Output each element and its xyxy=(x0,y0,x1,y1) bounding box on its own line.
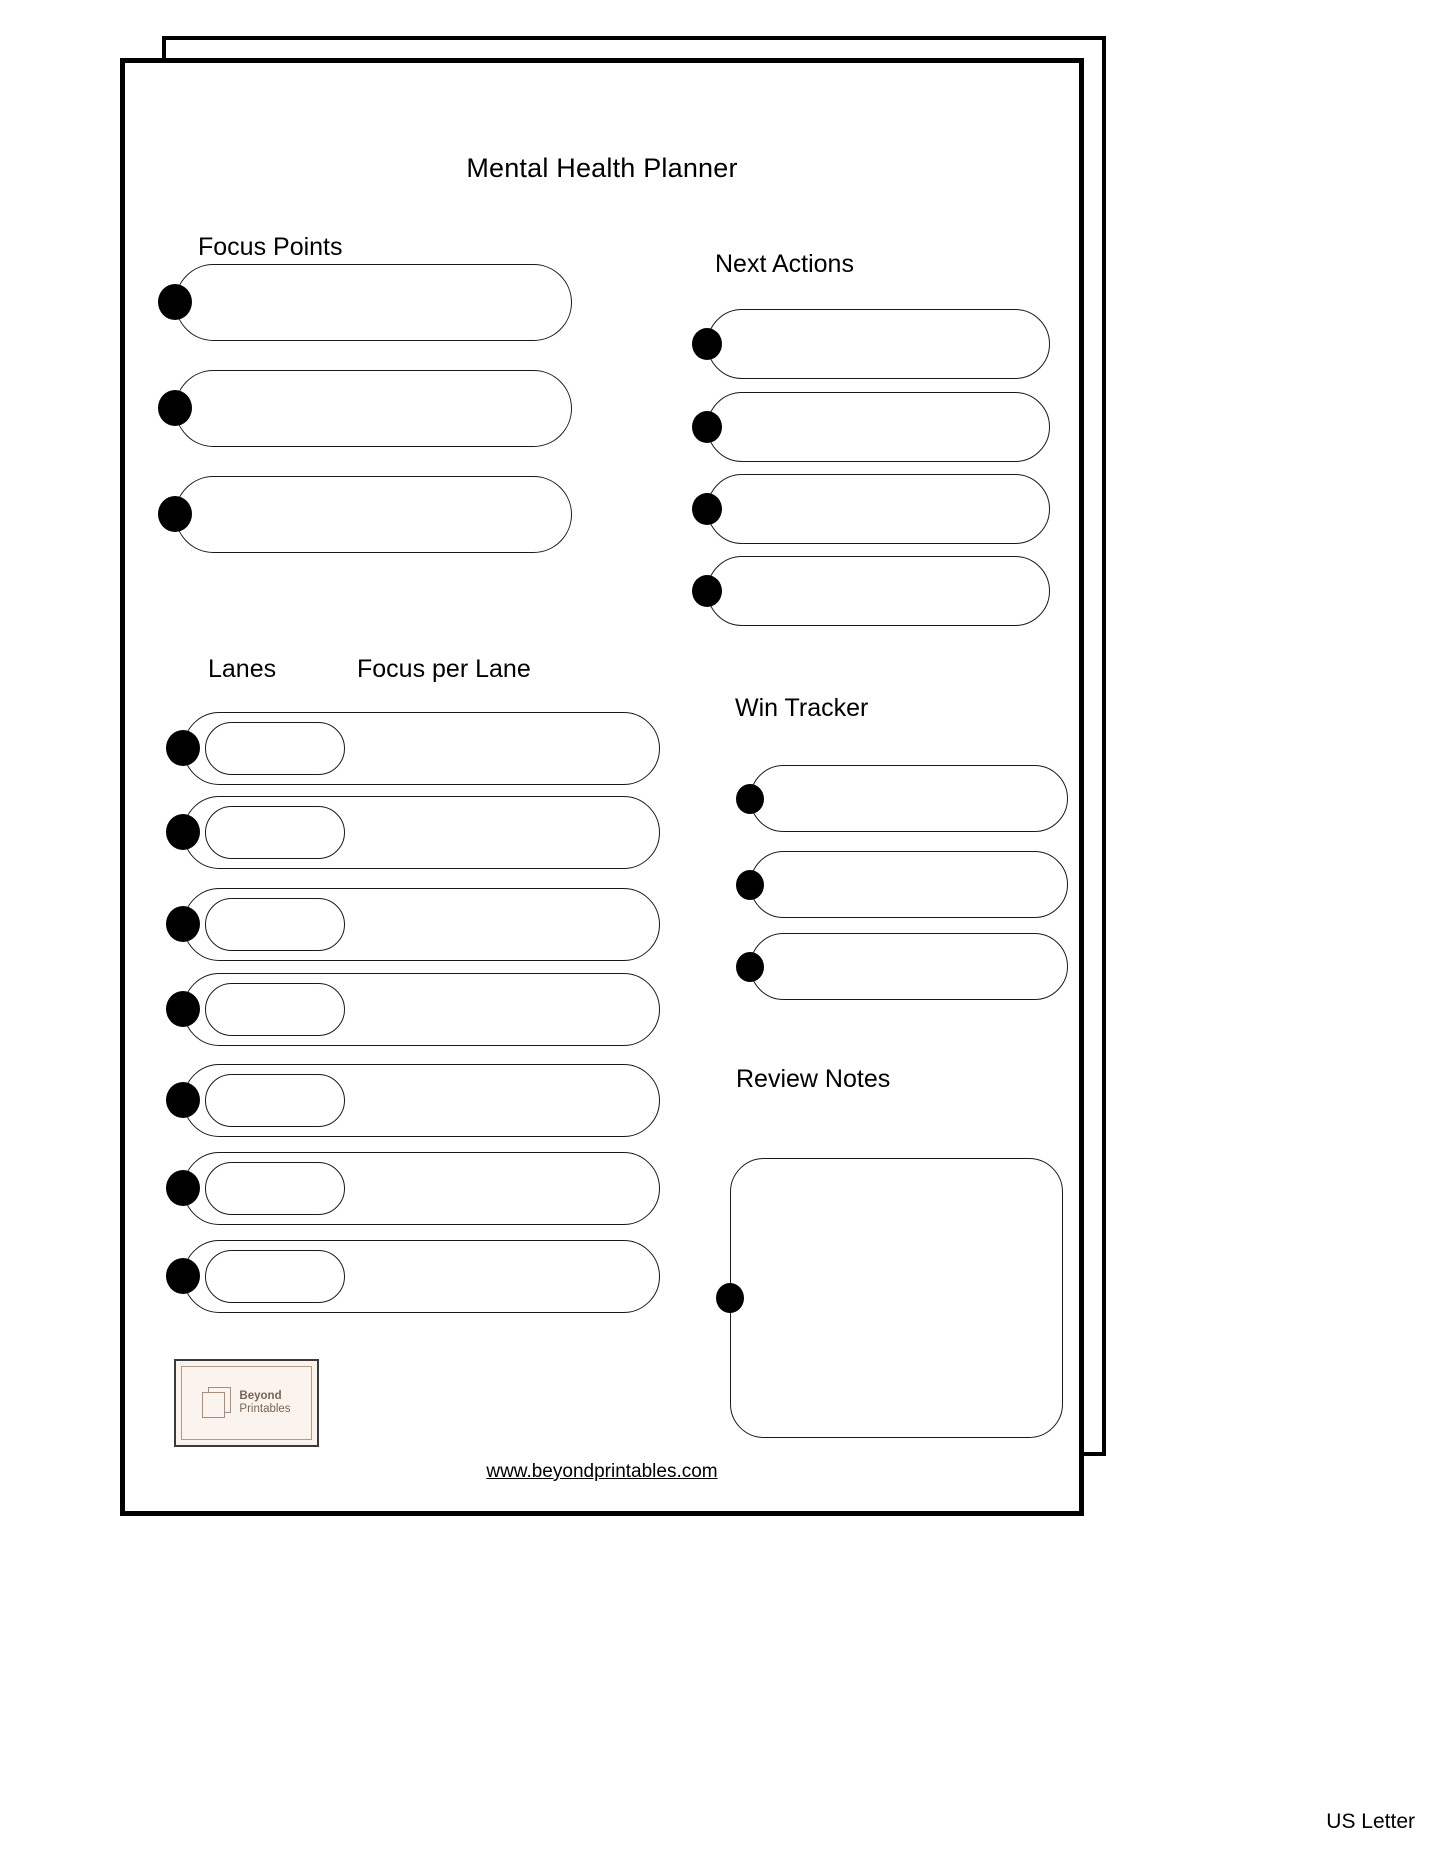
section-heading-next-actions: Next Actions xyxy=(715,250,854,278)
section-heading-review-notes: Review Notes xyxy=(736,1065,891,1093)
lane-row-2[interactable] xyxy=(183,796,660,869)
focus-points-field-2[interactable] xyxy=(175,370,572,447)
lane-row-3[interactable] xyxy=(183,888,660,961)
section-heading-focus-points: Focus Points xyxy=(198,233,343,261)
lane-name-field-4[interactable] xyxy=(205,983,345,1036)
page-sheet: Mental Health Planner Focus Points Next … xyxy=(120,58,1084,1516)
focus-points-field-2-outline xyxy=(175,370,572,447)
lane-name-field-7[interactable] xyxy=(205,1250,345,1303)
next-actions-field-2[interactable] xyxy=(707,392,1050,462)
footer-website-text: www.beyondprintables.com xyxy=(486,1461,718,1482)
footer-website-link[interactable]: www.beyondprintables.com xyxy=(125,1461,1079,1483)
focus-points-field-1-outline xyxy=(175,264,572,341)
paper-size-label: US Letter xyxy=(1326,1810,1415,1833)
next-actions-field-3[interactable] xyxy=(707,474,1050,544)
lane-name-field-2[interactable] xyxy=(205,806,345,859)
focus-points-bullet-3 xyxy=(158,496,192,532)
lane-bullet-5 xyxy=(166,1082,200,1118)
focus-points-field-3-outline xyxy=(175,476,572,553)
next-actions-field-3-outline xyxy=(707,474,1050,544)
lane-name-field-1[interactable] xyxy=(205,722,345,775)
focus-points-field-3[interactable] xyxy=(175,476,572,553)
section-heading-lanes: Lanes xyxy=(208,655,277,683)
lane-name-field-6[interactable] xyxy=(205,1162,345,1215)
stacked-pages-icon xyxy=(202,1387,232,1419)
lane-row-5[interactable] xyxy=(183,1064,660,1137)
win-tracker-bullet-1 xyxy=(736,784,764,814)
section-heading-focus-per-lane: Focus per Lane xyxy=(357,655,531,683)
win-tracker-field-1-outline xyxy=(750,765,1068,832)
win-tracker-field-1[interactable] xyxy=(750,765,1068,832)
review-notes-bullet xyxy=(716,1283,744,1313)
lane-bullet-2 xyxy=(166,814,200,850)
brand-logo: Beyond Printables xyxy=(174,1359,319,1447)
review-notes-field[interactable] xyxy=(730,1158,1063,1438)
win-tracker-field-3-outline xyxy=(750,933,1068,1000)
focus-points-bullet-2 xyxy=(158,390,192,426)
next-actions-field-2-outline xyxy=(707,392,1050,462)
focus-points-field-1[interactable] xyxy=(175,264,572,341)
brand-name: Beyond Printables xyxy=(239,1390,290,1416)
page-title: Mental Health Planner xyxy=(466,153,738,183)
section-heading-win-tracker: Win Tracker xyxy=(735,694,869,722)
lane-name-field-5[interactable] xyxy=(205,1074,345,1127)
next-actions-bullet-3 xyxy=(692,493,722,525)
brand-name-line1: Beyond xyxy=(239,1390,282,1402)
next-actions-bullet-1 xyxy=(692,328,722,360)
brand-name-line2: Printables xyxy=(239,1403,291,1415)
next-actions-field-4[interactable] xyxy=(707,556,1050,626)
win-tracker-field-3[interactable] xyxy=(750,933,1068,1000)
next-actions-bullet-2 xyxy=(692,411,722,443)
next-actions-field-1-outline xyxy=(707,309,1050,379)
lane-row-7[interactable] xyxy=(183,1240,660,1313)
lane-name-field-3[interactable] xyxy=(205,898,345,951)
lane-bullet-6 xyxy=(166,1170,200,1206)
lane-bullet-4 xyxy=(166,991,200,1027)
next-actions-field-1[interactable] xyxy=(707,309,1050,379)
win-tracker-bullet-2 xyxy=(736,870,764,900)
lane-row-1[interactable] xyxy=(183,712,660,785)
next-actions-bullet-4 xyxy=(692,575,722,607)
lane-bullet-1 xyxy=(166,730,200,766)
focus-points-bullet-1 xyxy=(158,284,192,320)
next-actions-field-4-outline xyxy=(707,556,1050,626)
win-tracker-field-2-outline xyxy=(750,851,1068,918)
win-tracker-bullet-3 xyxy=(736,952,764,982)
lane-bullet-3 xyxy=(166,906,200,942)
lane-bullet-7 xyxy=(166,1258,200,1294)
win-tracker-field-2[interactable] xyxy=(750,851,1068,918)
lane-row-4[interactable] xyxy=(183,973,660,1046)
lane-row-6[interactable] xyxy=(183,1152,660,1225)
